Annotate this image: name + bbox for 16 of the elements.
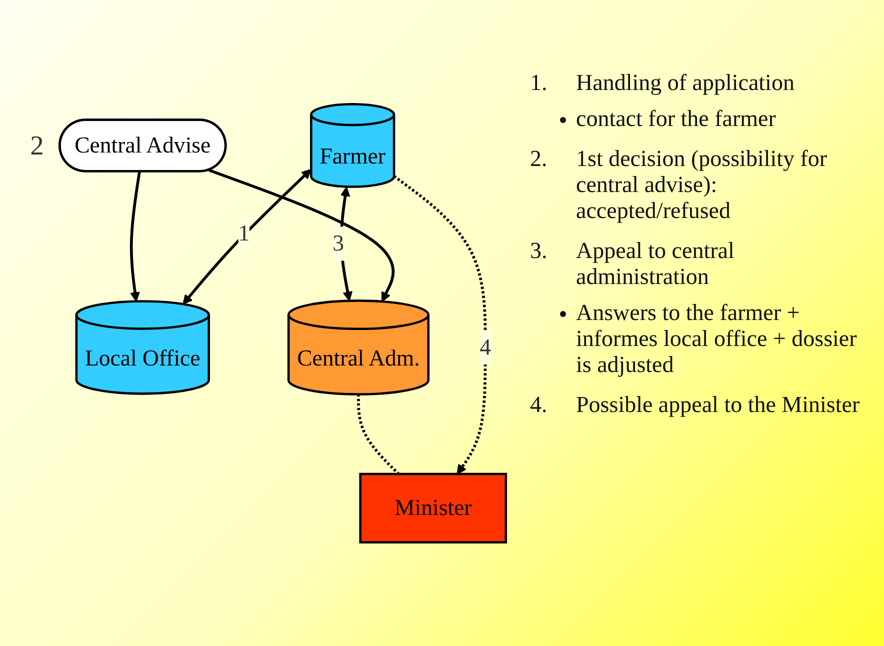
process-box: Minister: [359, 472, 508, 544]
list-number: 1.: [530, 70, 548, 96]
ellipse-node: Central Advise: [58, 118, 227, 172]
bullet-item: contact for the farmer: [576, 106, 776, 132]
list-number: 4.: [530, 392, 548, 418]
list-number: 3.: [530, 238, 548, 265]
list-item: Handling of application: [576, 70, 794, 96]
cylinder-node: Farmer: [310, 102, 396, 188]
list-item: Possible appeal to the Minister: [576, 392, 860, 418]
list-item: Appeal to central administration: [576, 238, 736, 290]
cylinder-node: Central Adm.: [287, 299, 430, 396]
list-number: 2.: [530, 146, 548, 173]
step-number: 2: [30, 130, 44, 160]
cylinder-node: Local Office: [75, 300, 210, 395]
list-item: 1st decision (possibility for central advise): accepted/refused: [576, 146, 828, 224]
bullet-item: Answers to the farmer + informes local office + dossier is adjusted: [576, 300, 858, 378]
